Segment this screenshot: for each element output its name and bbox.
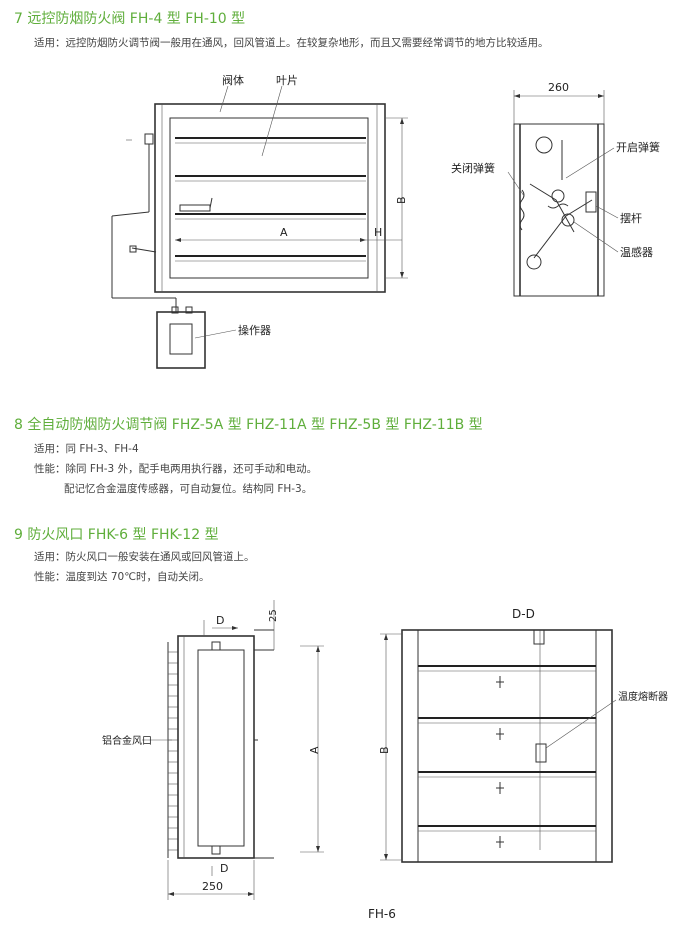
- fig1-label-body: 阀体: [222, 73, 244, 87]
- fig1-label-close-spring: 关闭弹簧: [451, 161, 495, 175]
- fig2-label-d-bottom: D: [220, 862, 228, 875]
- fig1-dim-260: 260: [548, 81, 569, 94]
- fig1-label-blade: 叶片: [276, 74, 298, 87]
- fig1-closing-spring: [519, 189, 525, 231]
- fig2-dim-25: 25: [268, 609, 279, 622]
- fig1-operator-box: [156, 311, 206, 369]
- fig1-opening-spring: [547, 203, 569, 209]
- fig2-blade-panel: [197, 649, 245, 847]
- section-8-performance-cont: 配记忆合金温度传感器，可自动复位。结构同 FH-3。: [64, 483, 313, 495]
- fig1-label-open-spring: 开启弹簧: [616, 140, 660, 154]
- section-8-performance: 性能：除同 FH-3 外，配手电两用执行器，还可手动和电动。: [34, 463, 318, 475]
- fig2-caption: FH-6: [368, 907, 396, 921]
- fig1-label-operator: 操作器: [238, 323, 271, 337]
- section-8-title: 8 全自动防烟防火调节阀 FHZ-5A 型 FHZ-11A 型 FHZ-5B 型…: [14, 417, 483, 433]
- section-9-title: 9 防火风口 FHK-6 型 FHK-12 型: [14, 527, 219, 543]
- section-7-title: 7 远控防烟防火阀 FH-4 型 FH-10 型: [14, 11, 246, 27]
- section-8-usage: 适用：同 FH-3、FH-4: [34, 443, 139, 455]
- fig1-dim-b: B: [395, 196, 408, 204]
- fig2-outlet-body: [177, 635, 255, 859]
- fig1-damper-frame: [154, 103, 386, 293]
- fig1-dim-a: A: [280, 226, 288, 239]
- fig2-label-outlet: 铝合金风口: [102, 734, 152, 747]
- fig2-label-fuse: 温度熔断器: [618, 690, 668, 703]
- fig1-label-lever: 摆杆: [620, 211, 642, 225]
- section-9-performance: 性能：温度到达 70℃时，自动关闭。: [34, 571, 210, 583]
- fig2-section-blades: [418, 665, 596, 832]
- section-7-usage: 适用：远控防烟防火调节阀一般用在通风，回风管道上。在较复杂地形，而且又需要经常调…: [34, 37, 549, 49]
- fig2-grille-fins: [168, 651, 178, 851]
- fig1-dim-h: H: [374, 226, 382, 239]
- fig2-dim-250: 250: [202, 880, 223, 893]
- section-9-usage: 适用：防火风口一般安装在通风或回风管道上。: [34, 551, 255, 563]
- fig2-dim-b: B: [378, 746, 391, 754]
- fig2-label-d-top: D: [216, 614, 224, 627]
- fig2-dim-a: A: [308, 746, 321, 754]
- fig2-fuse: [535, 743, 547, 763]
- fig1-label-sensor: 温感器: [620, 246, 653, 259]
- fig1-side-housing: [513, 123, 605, 297]
- fig2-section-frame: [401, 629, 613, 863]
- fig2-section-title: D-D: [512, 607, 535, 621]
